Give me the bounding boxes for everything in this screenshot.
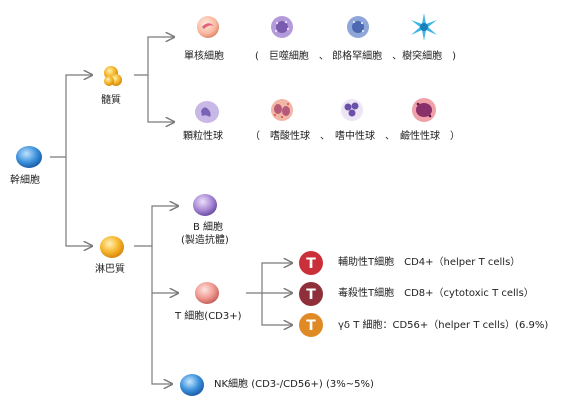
cytotoxic-t-cell-icon: T (299, 282, 323, 306)
monocyte-subtypes-text: ( 巨噬細胞 、 郎格罕細胞 、樹突細胞 ) (255, 51, 456, 62)
svg-text:T: T (306, 318, 316, 334)
granulocyte-subtypes-text: （ 嗜酸性球 、 嗜中性球 、 鹼性性球 ） (250, 131, 460, 142)
monocyte-icon (197, 16, 219, 38)
granulocyte-icon (195, 101, 219, 123)
t-cell-label: T 細胞(CD3+) (175, 311, 242, 322)
stem-cell-label: 幹細胞 (10, 175, 40, 186)
macrophage-icon (271, 16, 293, 38)
myeloid-label: 髓質 (101, 95, 121, 106)
stem-cell-icon (16, 146, 42, 168)
t-cell-icon (195, 282, 219, 304)
gamma-delta-t-cell-icon: T (299, 313, 323, 337)
b-cell-note: (製造抗體) (181, 235, 229, 246)
lymphoid-progenitor-icon (100, 236, 124, 258)
monocyte-label: 單核細胞 (184, 51, 224, 62)
basophil-icon (412, 98, 436, 122)
b-cell-label: B 細胞 (193, 222, 224, 233)
langerhans-cell-icon (347, 16, 369, 38)
granulocyte-label: 顆粒性球 (183, 131, 223, 142)
nk-cell-icon (180, 374, 204, 396)
myeloid-progenitor-icon (104, 66, 122, 86)
eosinophil-icon (271, 99, 293, 121)
nk-cell-label: NK細胞 (CD3-/CD56+) (3%~5%) (214, 379, 374, 390)
neutrophil-icon (341, 99, 363, 121)
gamma-delta-t-cell-label: γδ T 細胞：CD56+（helper T cells）(6.9%) (338, 320, 549, 331)
b-cell-icon (193, 194, 217, 216)
cytotoxic-t-cell-label: 毒殺性T細胞 CD8+（cytotoxic T cells） (338, 288, 534, 299)
lymphoid-label: 淋巴質 (95, 264, 125, 275)
svg-text:T: T (306, 256, 316, 272)
helper-t-cell-icon: T (299, 251, 323, 275)
svg-text:T: T (306, 287, 316, 303)
dendritic-cell-icon (411, 13, 437, 41)
helper-t-cell-label: 輔助性T細胞 CD4+（helper T cells） (338, 257, 521, 268)
